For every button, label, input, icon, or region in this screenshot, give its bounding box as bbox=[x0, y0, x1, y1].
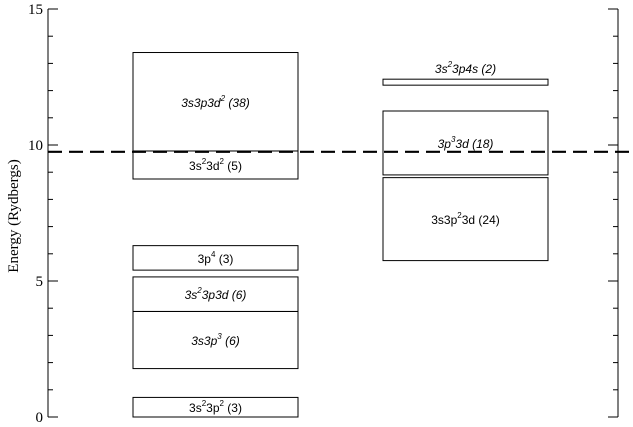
y-tick-label: 10 bbox=[28, 138, 43, 154]
level-label: 3s23p3d (6) bbox=[185, 286, 247, 302]
y-tick-label: 0 bbox=[36, 410, 44, 426]
label-text: 3s bbox=[185, 288, 198, 302]
level-label: 3s23p2 (3) bbox=[189, 399, 242, 415]
label-text: 3p bbox=[438, 137, 452, 151]
label-text: 3s bbox=[189, 401, 202, 415]
label-text: (5) bbox=[224, 159, 242, 173]
superscript: 4 bbox=[211, 250, 216, 259]
level-label: 3p4 (3) bbox=[198, 250, 234, 266]
level-label: 3s3p3 (6) bbox=[191, 332, 239, 348]
axes: 0 5 10 15 bbox=[28, 2, 619, 426]
label-text: (6) bbox=[222, 334, 240, 348]
label-text: 3s bbox=[189, 159, 202, 173]
level-box bbox=[382, 78, 549, 86]
level-label: 3s23d2 (5) bbox=[189, 157, 242, 173]
label-text: 3s3p3d bbox=[181, 96, 221, 110]
superscript: 2 bbox=[202, 157, 207, 166]
superscript: 2 bbox=[202, 399, 207, 408]
label-text: 3d (18) bbox=[455, 137, 493, 151]
label-text: (3) bbox=[215, 252, 233, 266]
superscript: 2 bbox=[220, 399, 225, 408]
label-text: 3d bbox=[206, 159, 219, 173]
label-text: 3p4s (2) bbox=[452, 62, 496, 76]
level-box bbox=[382, 110, 549, 176]
level-box bbox=[382, 177, 549, 262]
superscript: 2 bbox=[447, 60, 453, 69]
level-label: 3s3p3d2 (38) bbox=[181, 94, 250, 110]
level-box bbox=[132, 276, 299, 312]
level-label: 3s23p4s (2) bbox=[435, 60, 496, 76]
superscript: 2 bbox=[220, 94, 226, 103]
label-text: 3p bbox=[198, 252, 212, 266]
y-axis-label: Energy (Rydbergs) bbox=[6, 159, 22, 272]
label-text: 3p3d (6) bbox=[202, 288, 247, 302]
label-text: (38) bbox=[225, 96, 250, 110]
level-label: 3s3p23d (24) bbox=[431, 211, 500, 227]
y-tick-label: 15 bbox=[28, 2, 43, 18]
superscript: 2 bbox=[220, 157, 225, 166]
label-text: 3d (24) bbox=[462, 213, 500, 227]
superscript: 2 bbox=[457, 211, 462, 220]
level-label: 3p33d (18) bbox=[438, 135, 494, 151]
superscript: 3 bbox=[217, 332, 222, 341]
y-tick-label: 5 bbox=[36, 274, 44, 290]
superscript: 2 bbox=[196, 286, 202, 295]
level-boxes: 3s23p2 (3)3s3p3 (6)3s23p3d (6)3p4 (3)3s2… bbox=[132, 52, 549, 418]
level-box bbox=[132, 396, 299, 418]
label-text: (3) bbox=[224, 401, 242, 415]
superscript: 3 bbox=[451, 135, 456, 144]
label-text: 3s bbox=[435, 62, 448, 76]
level-box bbox=[132, 52, 299, 152]
label-text: 3p bbox=[206, 401, 220, 415]
level-box bbox=[132, 245, 299, 271]
label-text: 3s3p bbox=[431, 213, 457, 227]
label-text: 3s3p bbox=[191, 334, 217, 348]
